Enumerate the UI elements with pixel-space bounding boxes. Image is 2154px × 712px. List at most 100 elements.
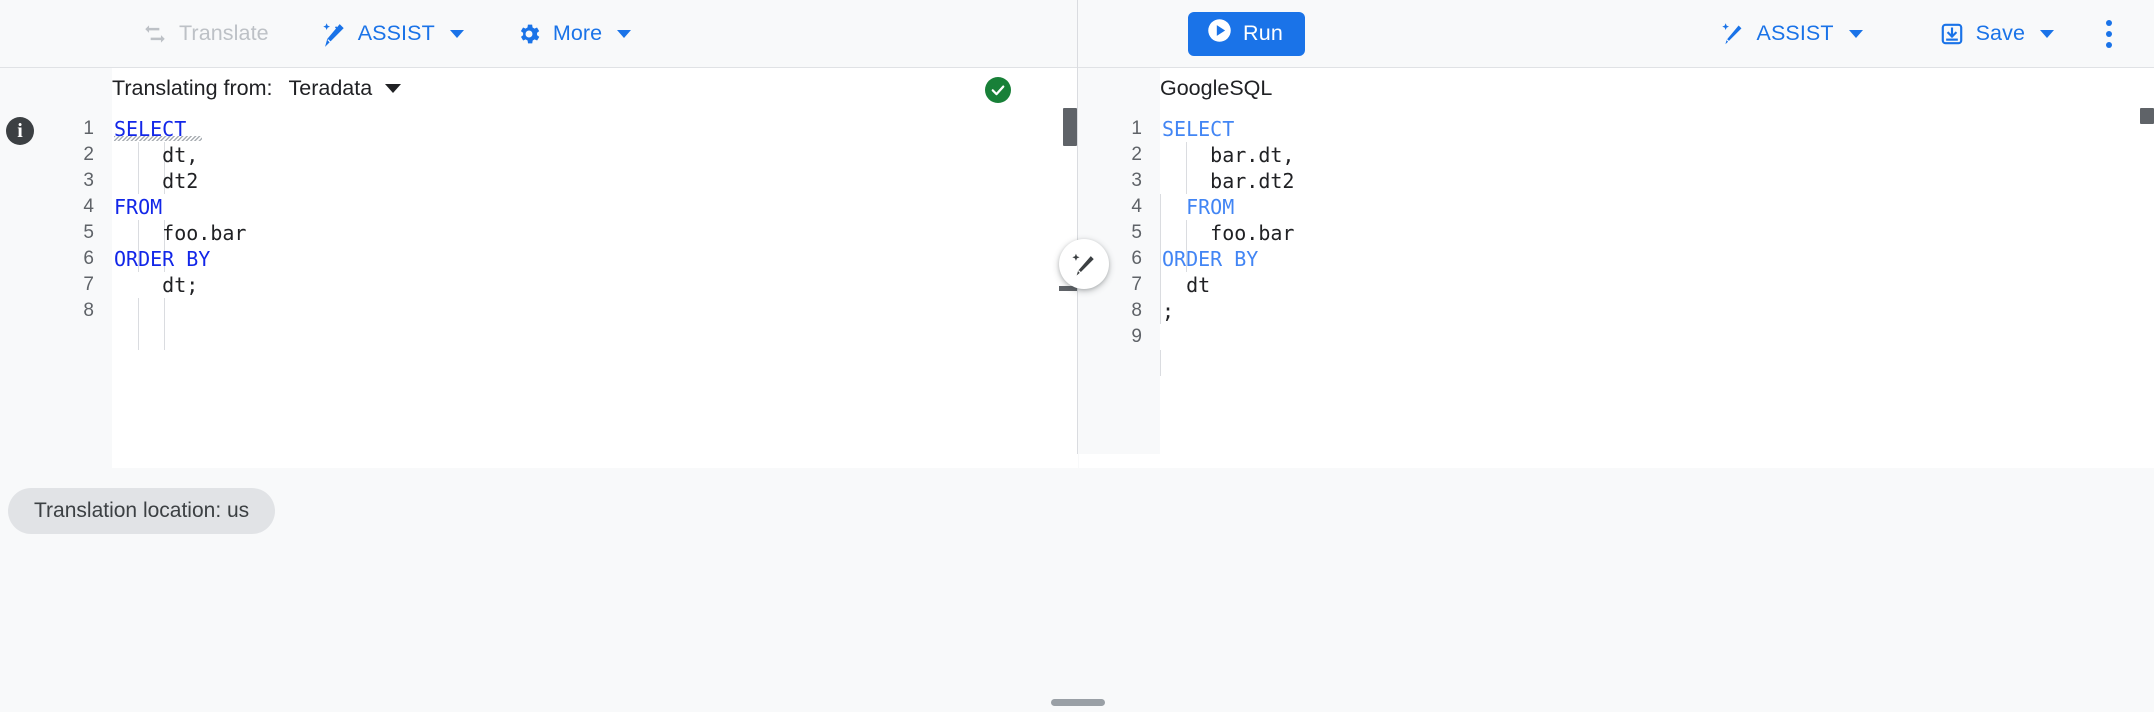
assist-edit-fab[interactable] (1059, 239, 1109, 289)
translate-button-label: Translate (179, 21, 269, 45)
line-number: 1 (1131, 118, 1142, 139)
translate-swap-icon (142, 21, 168, 47)
line-number: 7 (1131, 274, 1142, 295)
source-scroll-column[interactable] (1059, 108, 1077, 454)
code-token: ORDER BY (114, 247, 211, 271)
panel-resize-handle[interactable] (1051, 699, 1105, 706)
chevron-down-icon (385, 83, 402, 93)
target-pane-bottom-edge (1079, 454, 2154, 468)
save-button-label: Save (1975, 21, 2025, 45)
source-bottom-gutter (0, 454, 112, 468)
toolbar-right-group: Run ASSIST (1078, 0, 2154, 68)
play-circle-icon (1206, 17, 1233, 50)
target-scroll-column[interactable] (2138, 108, 2154, 454)
chevron-down-icon (2040, 29, 2054, 38)
code-token: dt, (114, 143, 199, 167)
translation-location-chip: Translation location: us (8, 488, 276, 534)
line-number: 1 (83, 118, 94, 139)
toolbar-left-group: Translate ASSIST (0, 0, 1078, 68)
source-header-gutter (0, 68, 112, 108)
code-token: foo.bar (114, 221, 247, 245)
target-pane-header: GoogleSQL (1078, 68, 2154, 108)
save-download-icon (1939, 21, 1965, 47)
code-line[interactable]: FROM (112, 194, 1077, 220)
line-number: 4 (1131, 196, 1142, 217)
more-button[interactable]: More (514, 15, 633, 53)
indent-guide (138, 298, 139, 350)
code-line[interactable]: bar.dt, (1160, 142, 2154, 168)
below-editor-area: Translation location: us (0, 454, 2154, 712)
translating-from-label: Translating from: (112, 75, 273, 100)
pane-headers: Translating from: Teradata GoogleSQL (0, 68, 2154, 108)
source-pane-bottom-edge (0, 454, 1078, 468)
info-icon[interactable]: i (6, 117, 34, 145)
indent-guide (138, 220, 139, 272)
line-number: 3 (83, 170, 94, 191)
indent-guide (164, 298, 165, 350)
code-line[interactable]: dt2 (112, 168, 1077, 194)
line-number: 4 (83, 196, 94, 217)
indent-guide (1186, 142, 1187, 194)
code-token: foo.bar (1162, 221, 1295, 245)
code-line[interactable]: SELECT (1160, 116, 2154, 142)
source-info-column: i (0, 108, 48, 454)
run-button-label: Run (1243, 21, 1284, 45)
code-token: ORDER BY (1162, 247, 1259, 271)
line-number: 5 (83, 222, 94, 243)
indent-guide (164, 220, 165, 272)
source-scrollbar-thumb[interactable] (1063, 108, 1077, 146)
gear-icon (516, 21, 542, 47)
line-number: 9 (1131, 326, 1142, 347)
code-line[interactable]: dt; (112, 272, 1077, 298)
line-number: 5 (1131, 222, 1142, 243)
code-token: SELECT (1162, 117, 1235, 141)
code-line[interactable]: dt, (112, 142, 1077, 168)
code-line[interactable]: bar.dt2 (1160, 168, 2154, 194)
line-number: 2 (83, 144, 94, 165)
source-dialect-value: Teradata (288, 75, 373, 100)
code-line[interactable]: ; (1160, 298, 2154, 324)
source-dialect-select[interactable]: Teradata (289, 76, 402, 101)
indent-guide (138, 142, 139, 194)
code-token: ; (1162, 299, 1175, 323)
target-scrollbar-thumb[interactable] (2140, 108, 2154, 124)
code-token: dt2 (114, 169, 199, 193)
assist-button-right[interactable]: ASSIST (1718, 15, 1865, 53)
code-line[interactable]: FROM (1160, 194, 2154, 220)
run-button[interactable]: Run (1188, 11, 1306, 56)
save-button[interactable]: Save (1937, 15, 2056, 53)
code-line[interactable]: dt (1160, 272, 2154, 298)
code-token: FROM (1162, 195, 1235, 219)
indent-guide (1186, 220, 1187, 272)
source-overview-marker (1059, 286, 1077, 291)
translation-location-label: Translation location: us (34, 499, 250, 522)
code-token: bar.dt, (1162, 143, 1295, 167)
target-dialect-label: GoogleSQL (1160, 75, 1273, 100)
indent-guide (1160, 194, 1161, 324)
code-line[interactable]: SELECT (112, 116, 1077, 142)
chevron-down-icon (1848, 29, 1863, 38)
translate-button[interactable]: Translate (140, 15, 271, 53)
assist-button-left[interactable]: ASSIST (319, 15, 466, 53)
code-line[interactable] (112, 298, 1077, 324)
code-line[interactable] (1160, 324, 2154, 350)
line-number: 6 (1131, 248, 1142, 269)
code-line[interactable]: ORDER BY (112, 246, 1077, 272)
code-line[interactable]: foo.bar (1160, 220, 2154, 246)
chevron-down-icon (617, 29, 632, 38)
kebab-menu-icon[interactable] (2090, 12, 2128, 56)
indent-guide (164, 142, 165, 194)
line-number: 2 (1131, 144, 1142, 165)
magic-wand-icon (1720, 21, 1746, 47)
code-line[interactable]: ORDER BY (1160, 246, 2154, 272)
code-line[interactable]: foo.bar (112, 220, 1077, 246)
check-circle-icon (985, 77, 1011, 103)
source-pane-header: Translating from: Teradata (0, 68, 1078, 108)
line-number: 6 (83, 248, 94, 269)
